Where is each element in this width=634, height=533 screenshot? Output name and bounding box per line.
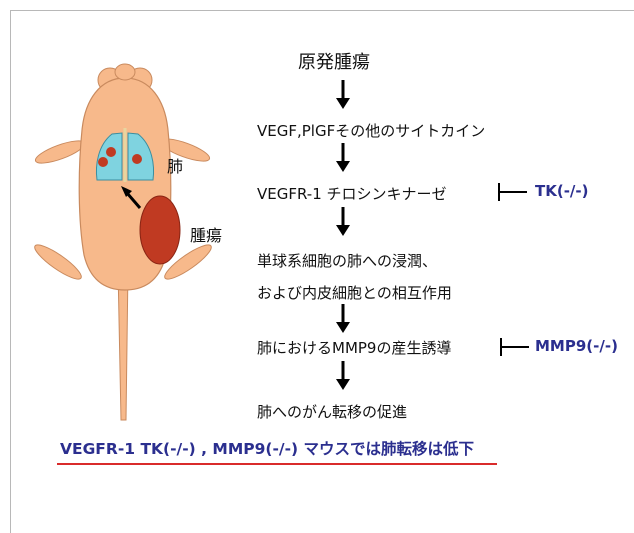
mouse-tail xyxy=(118,268,128,420)
metastasis-1 xyxy=(106,147,116,157)
flow-step-3: 単球系細胞の肺への浸潤、 xyxy=(257,250,437,271)
down-arrow-1 xyxy=(333,80,353,110)
down-arrow-2 xyxy=(333,143,353,173)
inhibition-bar-mmp9 xyxy=(499,336,531,358)
conclusion-underline xyxy=(57,463,497,465)
mouse-leg-back-left xyxy=(31,240,85,284)
conclusion-text: VEGFR-1 TK(-/-) , MMP9(-/-) マウスでは肺転移は低下 xyxy=(60,437,474,459)
down-arrow-3 xyxy=(333,207,353,237)
down-arrow-5 xyxy=(333,361,353,391)
primary-tumor xyxy=(140,196,180,264)
lung-label: 肺 xyxy=(167,153,183,177)
mouse-nose xyxy=(115,64,135,80)
down-arrow-4 xyxy=(333,304,353,334)
flow-step-2: VEGFR-1 チロシンキナーゼ xyxy=(257,183,447,204)
mmp9-knockout-label: MMP9(-/-) xyxy=(535,337,618,355)
inhibition-bar-tk xyxy=(497,181,529,203)
flow-title: 原発腫瘍 xyxy=(298,48,370,74)
flow-step-1: VEGF,PlGFその他のサイトカイン xyxy=(257,120,485,141)
metastasis-3 xyxy=(132,154,142,164)
mouse-leg-front-left xyxy=(33,137,87,168)
flow-step-5: 肺におけるMMP9の産生誘導 xyxy=(257,337,451,358)
flow-step-6: 肺へのがん転移の促進 xyxy=(257,401,407,422)
flow-step-4: および内皮細胞との相互作用 xyxy=(257,282,452,303)
tumor-label: 腫瘍 xyxy=(190,222,222,246)
tk-knockout-label: TK(-/-) xyxy=(535,182,589,200)
metastasis-2 xyxy=(98,157,108,167)
